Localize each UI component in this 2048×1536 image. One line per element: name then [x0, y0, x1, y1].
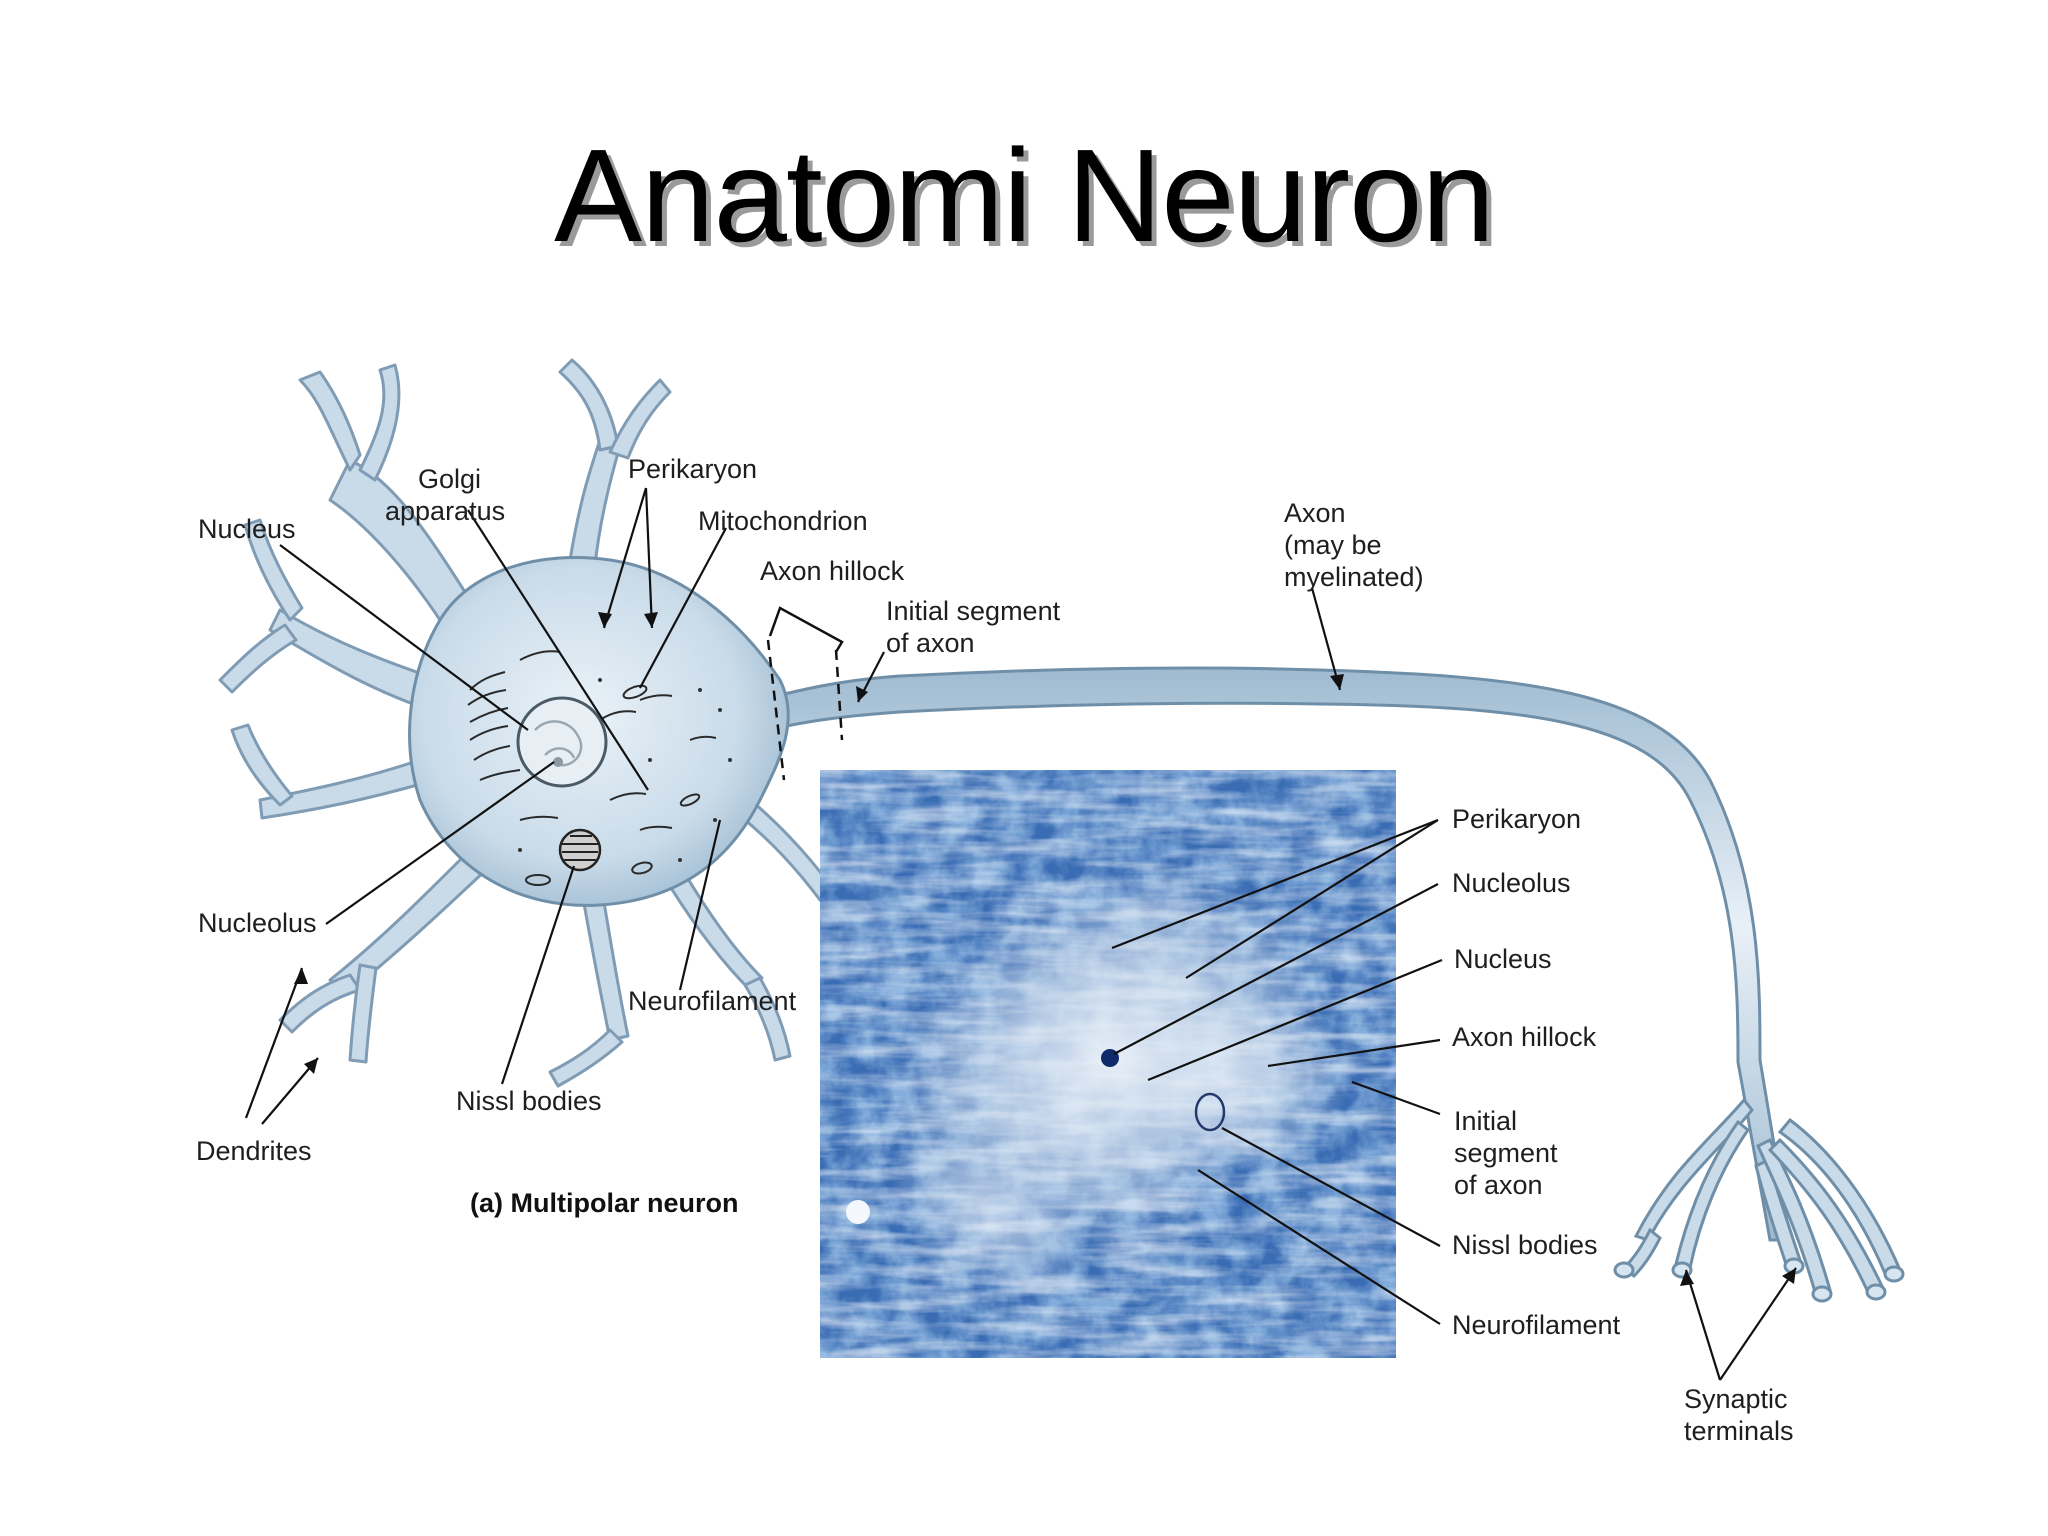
- nucleolus-shape: [553, 757, 563, 767]
- label-dendrites: Dendrites: [196, 1136, 312, 1166]
- label-synaptic-terminals-line1: Synaptic: [1684, 1384, 1788, 1414]
- label-axon-line1: Axon: [1284, 498, 1346, 528]
- axon-hillock-bracket: [768, 606, 844, 653]
- micro-label-initial-segment-line3: of axon: [1454, 1170, 1543, 1200]
- micro-label-perikaryon: Perikaryon: [1452, 804, 1581, 834]
- micro-label-nucleus: Nucleus: [1454, 944, 1552, 974]
- micro-label-neurofilament: Neurofilament: [1452, 1310, 1621, 1340]
- label-nissl-bodies: Nissl bodies: [456, 1086, 602, 1116]
- diagram-caption: (a) Multipolar neuron: [470, 1188, 738, 1218]
- label-axon-line2: (may be: [1284, 530, 1382, 560]
- micro-label-initial-segment-line2: segment: [1454, 1138, 1558, 1168]
- micrograph-labels: Perikaryon Nucleolus Nucleus Axon hilloc…: [1452, 804, 1621, 1340]
- axon-hillock-markers: [766, 639, 844, 781]
- micro-label-nucleolus: Nucleolus: [1452, 868, 1571, 898]
- label-nucleus: Nucleus: [198, 514, 296, 544]
- nucleus-shape: [516, 696, 608, 788]
- label-initial-segment-line1: Initial segment: [886, 596, 1061, 626]
- leader-lines: [244, 487, 1797, 1381]
- micro-label-nissl-bodies: Nissl bodies: [1452, 1230, 1598, 1260]
- synaptic-terminal-bulbs: [1613, 1257, 1905, 1303]
- label-synaptic-terminals-line2: terminals: [1684, 1416, 1794, 1446]
- label-perikaryon: Perikaryon: [628, 454, 757, 484]
- mitochondrion-shape: [622, 684, 648, 700]
- label-axon-line3: myelinated): [1284, 562, 1424, 592]
- label-mitochondrion: Mitochondrion: [698, 506, 868, 536]
- micrograph: [820, 770, 1396, 1358]
- dendrite-branches: [218, 358, 836, 1088]
- label-initial-segment-line2: of axon: [886, 628, 975, 658]
- label-axon-hillock: Axon hillock: [760, 556, 905, 586]
- label-neurofilament: Neurofilament: [628, 986, 797, 1016]
- neuron-illustration: [218, 358, 1905, 1303]
- label-golgi-line1: Golgi: [418, 464, 481, 494]
- label-nucleolus: Nucleolus: [198, 908, 317, 938]
- slide-title: Anatomi Neuron: [554, 122, 1495, 269]
- micro-label-initial-segment-line1: Initial: [1454, 1106, 1517, 1136]
- leader-arrowheads: [294, 612, 1796, 1286]
- drawing-labels: Nucleus Golgi apparatus Perikaryon Mitoc…: [196, 454, 1794, 1446]
- micro-label-axon-hillock: Axon hillock: [1452, 1022, 1597, 1052]
- organelles: [467, 650, 717, 886]
- axon-terminal-branches: [1621, 1097, 1902, 1294]
- label-golgi-line2: apparatus: [385, 496, 505, 526]
